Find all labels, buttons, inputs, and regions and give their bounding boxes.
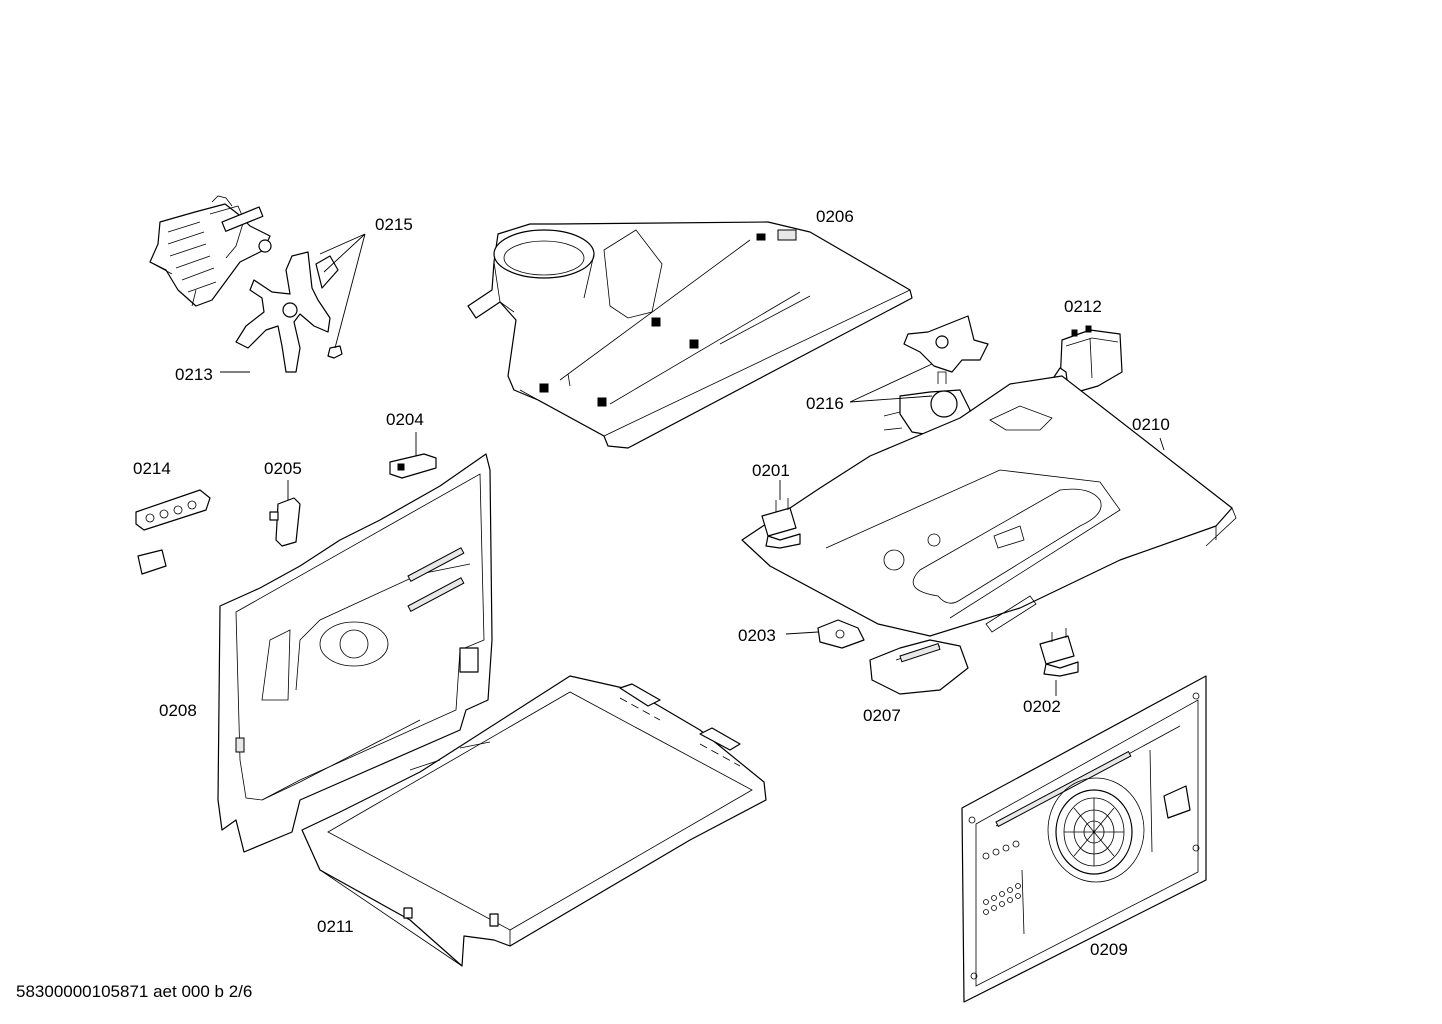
part-0213-fan-motor	[149, 195, 272, 307]
callout-0207: 0207	[863, 706, 901, 725]
part-0204-switch	[389, 453, 437, 479]
part-0206-air-duct-panel	[467, 221, 913, 449]
part-0201-thermostat	[761, 498, 801, 549]
part-0208-rear-wall	[217, 453, 493, 853]
part-0211-floor-frame	[301, 675, 767, 967]
callout-0214: 0214	[133, 459, 171, 478]
callout-0203: 0203	[738, 626, 776, 645]
callout-0201: 0201	[752, 461, 790, 480]
part-0210-base-tray	[741, 375, 1237, 637]
callout-0205: 0205	[264, 459, 302, 478]
callout-0210: 0210	[1132, 415, 1170, 434]
part-0207-heater-plate	[869, 639, 969, 695]
callout-0208: 0208	[159, 701, 197, 720]
part-0203-bracket	[817, 619, 865, 649]
callout-0211: 0211	[317, 917, 354, 936]
part-0209-fan-cover-panel	[961, 675, 1207, 1003]
callout-0213: 0213	[175, 365, 213, 384]
callout-0204: 0204	[386, 410, 424, 429]
document-code: 58300000105871 aet 000 b 2/6	[16, 982, 252, 1001]
callout-0206: 0206	[816, 207, 854, 226]
part-0214-terminal-block	[135, 489, 211, 575]
callout-0215: 0215	[375, 215, 413, 234]
callout-0216: 0216	[806, 394, 844, 413]
callout-0202: 0202	[1023, 697, 1061, 716]
callout-0209: 0209	[1090, 940, 1128, 959]
callout-0212: 0212	[1064, 297, 1102, 316]
part-0205-clip	[269, 497, 301, 547]
part-0202-thermostat	[1039, 628, 1079, 677]
